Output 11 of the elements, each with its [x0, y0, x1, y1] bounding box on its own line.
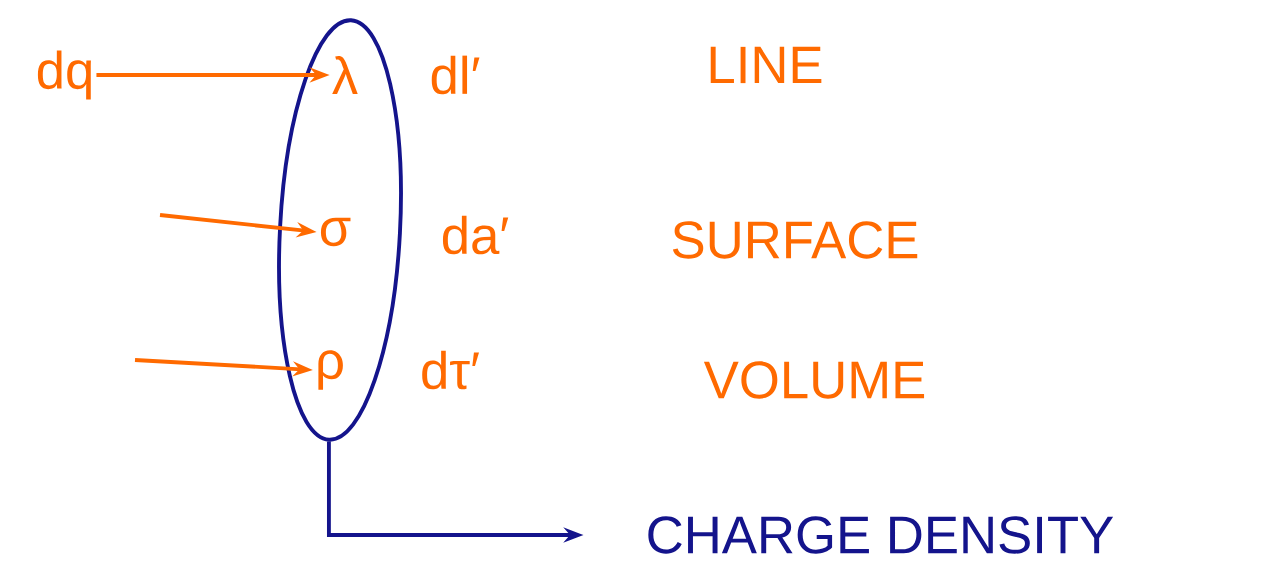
handwritten-text: dq [37, 50, 91, 100]
handwritten-text: CHARGE DENSITY [648, 516, 1114, 554]
handwritten-label: LINE [710, 46, 822, 84]
greek-symbol: ρ [318, 350, 343, 390]
differential-text: da′ [442, 215, 509, 255]
greek-symbol: σ [320, 217, 351, 247]
handwritten-label: SURFACE [672, 221, 918, 259]
differential-text: dl′ [431, 55, 480, 95]
greek-symbol: λ [332, 55, 358, 95]
differential-text: dτ′ [422, 350, 479, 390]
handwritten-label: VOLUME [703, 361, 925, 399]
